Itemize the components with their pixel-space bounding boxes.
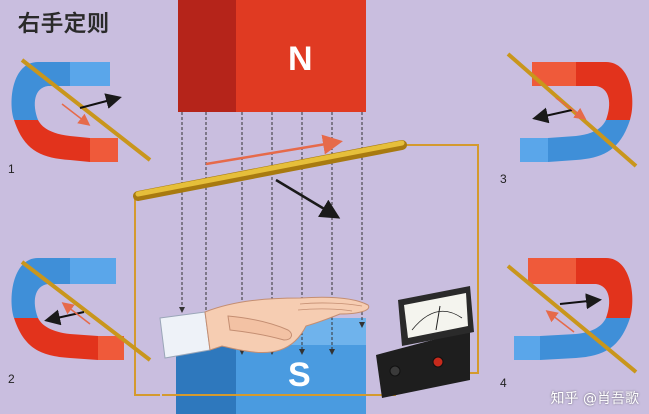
galvanometer — [376, 286, 474, 398]
panel-number-4: 4 — [500, 376, 507, 390]
panel-number-1: 1 — [8, 162, 15, 176]
diagram-title: 右手定则 — [18, 12, 111, 37]
horseshoe-magnet-2 — [11, 258, 152, 362]
north-pole-label: N — [288, 40, 313, 78]
current-direction-arrow — [205, 134, 343, 166]
north-pole-magnet — [178, 0, 366, 112]
horseshoe-magnet-4 — [506, 258, 638, 374]
panel-number-2: 2 — [8, 372, 15, 386]
panel-number-3: 3 — [500, 172, 507, 186]
right-hand — [159, 296, 370, 359]
horseshoe-magnet-1 — [11, 58, 152, 162]
south-pole-label: S — [288, 356, 311, 394]
horseshoe-magnet-3 — [506, 52, 638, 168]
conductor-rod — [133, 140, 407, 201]
watermark: 知乎 @肖吾歌 — [550, 391, 639, 407]
motion-direction-arrow — [275, 178, 341, 219]
